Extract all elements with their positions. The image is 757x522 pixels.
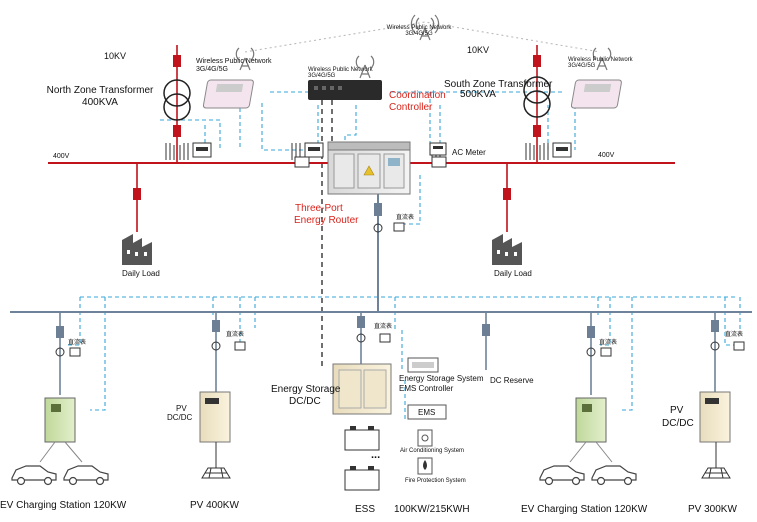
meter-icons [192, 142, 572, 168]
label-ev-right: EV Charging Station 120KW [521, 504, 648, 515]
meter-tag-router: 直流表 [396, 215, 415, 221]
battery-icon [344, 426, 380, 491]
label-daily-load-left: Daily Load [122, 269, 160, 278]
label-pv-dcdc-right-1: PV [670, 405, 684, 416]
label-coordination: Coordination [389, 90, 446, 101]
solar-panel-icon [201, 442, 731, 479]
label-ems-1: Energy Storage System [399, 374, 484, 383]
label-energy-router: Energy Router [294, 215, 359, 226]
meter-tag-ev-left: 直流表 [68, 340, 87, 346]
label-400v-right: 400V [598, 152, 615, 159]
label-pv-dcdc-left-1: PV [176, 404, 187, 413]
label-wpn-left-sub: 3G/4G/5G [196, 66, 228, 73]
label-wpn-top-sub: 3G/4G/5G [405, 31, 433, 37]
pv-dcdc-cabinets [199, 391, 731, 443]
label-ems-2: EMS Controller [399, 384, 454, 393]
label-aircon: Air Conditioning System [400, 448, 465, 454]
label-pv-dcdc-left-2: DC/DC [167, 413, 193, 422]
label-daily-load-right: Daily Load [494, 269, 532, 278]
label-pv-300: PV 300KW [688, 504, 737, 515]
label-ess-capacity: 100KW/215KWH [394, 504, 470, 515]
antenna-icon [235, 14, 612, 79]
label-ev-left: EV Charging Station 120KW [0, 500, 127, 511]
building-icon [122, 234, 522, 265]
controller-lines [321, 100, 333, 370]
transformer-icon [163, 76, 551, 121]
meter-tag-pv-left: 直流表 [226, 332, 245, 338]
dc-breakers [56, 316, 719, 338]
label-south-kva: 500KVA [460, 89, 496, 100]
meter-tag-ev-right: 直流表 [599, 340, 618, 346]
energy-router-cabinet [327, 141, 411, 195]
label-es-dcdc-1: Energy Storage [271, 384, 341, 395]
label-es-dcdc-2: DC/DC [289, 396, 321, 407]
label-wpn-right: Wireless Public Network [568, 57, 633, 63]
label-wpn-center-sub: 3G/4G/5G [308, 73, 336, 79]
label-north-kva: 400KVA [82, 97, 118, 108]
label-wpn-center: Wireless Public Network [308, 67, 373, 73]
label-controller: Controller [389, 102, 433, 113]
label-pv-dcdc-right-2: DC/DC [662, 418, 694, 429]
ems-devices [407, 357, 447, 475]
meter-tag-pv-right: 直流表 [725, 332, 744, 338]
meter-tag-ess: 直流表 [374, 324, 393, 330]
car-icon [11, 465, 637, 486]
label-wpn-right-sub: 3G/4G/5G [568, 63, 596, 69]
es-dcdc-cabinet [332, 363, 392, 415]
dc-breaker [374, 203, 382, 216]
label-pv-400: PV 400KW [190, 500, 239, 511]
label-south-transformer: South Zone Transformer [444, 79, 553, 90]
breaker-icons [133, 55, 541, 200]
gateway-devices [202, 79, 622, 109]
label-10kv-right: 10KV [467, 45, 490, 55]
dc-meters [55, 222, 745, 357]
label-ac-meter: AC Meter [452, 148, 486, 157]
label-dc-reserve: DC Reserve [490, 376, 534, 385]
label-ems-box: EMS [418, 408, 436, 417]
label-400v-left: 400V [53, 153, 70, 160]
label-wpn-left: Wireless Public Network [196, 58, 272, 65]
label-ellipsis: ... [371, 449, 381, 461]
label-three-port: Three-Port [295, 203, 343, 214]
label-ess: ESS [355, 504, 376, 515]
coordination-controller-device [308, 80, 382, 100]
label-north-transformer: North Zone Transformer [46, 85, 154, 96]
label-wpn-top: Wireless Public Network [386, 25, 452, 31]
ev-charger-icon [44, 397, 607, 443]
label-10kv-left: 10KV [104, 51, 127, 61]
label-fire: Fire Protection System [405, 478, 466, 484]
